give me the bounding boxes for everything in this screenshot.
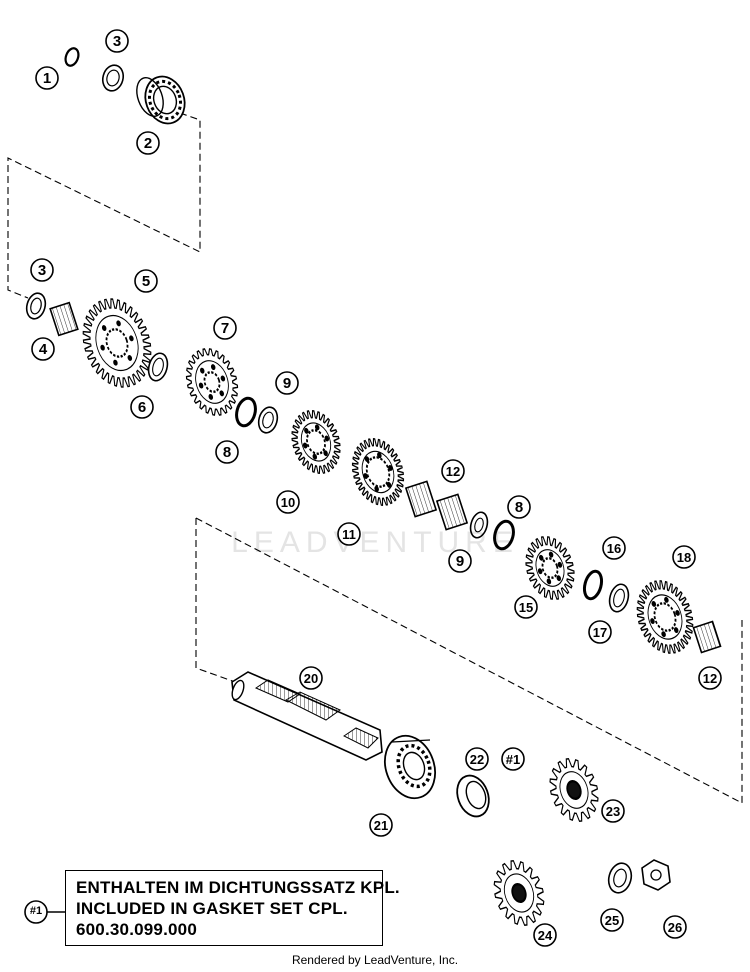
callout-number: 12 [446,464,460,479]
callout-15: 15 [514,595,538,619]
ball-bearing-part [136,75,186,125]
callout-group: 1233456789101112891516171812202122#12324… [30,29,722,947]
callout-12: 12 [698,666,722,690]
callout-number: 5 [142,273,150,290]
ball-bearing-part [384,734,436,800]
callout-number: 25 [605,913,619,928]
washer-part [607,862,633,894]
callout-22: 22 [465,747,489,771]
main-shaft-part [231,671,383,761]
callout-number: 22 [470,752,484,767]
callout-8: 8 [215,440,239,464]
callout-24: 24 [533,923,557,947]
callout-number: 12 [703,671,717,686]
callout-18: 18 [672,545,696,569]
callout-number: 26 [668,920,682,935]
gear-part [549,757,599,823]
washer-part [25,292,47,320]
note-ref-label: #1 [29,905,43,917]
callout-23: 23 [601,799,625,823]
callout-2: 2 [136,131,160,155]
callout-number: 9 [283,375,291,392]
note-connector [24,900,66,924]
callout-ref-1: #1 [501,747,525,771]
note-line-en: INCLUDED IN GASKET SET CPL. [76,899,348,918]
gear-part [185,348,239,416]
callout-11: 11 [337,522,361,546]
needle-bearing-parts [404,480,722,654]
callout-3: 3 [105,29,129,53]
callout-1: 1 [35,66,59,90]
callout-number: 15 [519,600,533,615]
callout-number: 24 [538,928,553,943]
callout-4: 4 [31,337,55,361]
needle-bearing-part [49,301,79,337]
callout-9: 9 [448,549,472,573]
callout-number: 4 [39,341,48,358]
gear-part [82,298,152,388]
gear-part [636,580,694,654]
callout-21: 21 [369,813,393,837]
washer-part [101,64,125,92]
callout-7: 7 [213,316,237,340]
callout-8: 8 [507,495,531,519]
callout-25: 25 [600,908,624,932]
assembly-guides [7,112,743,804]
callout-number: #1 [506,752,520,767]
callout-number: 18 [677,550,691,565]
callout-number: 11 [342,527,356,542]
gear-part [493,859,545,927]
callout-number: 8 [223,444,231,461]
callout-number: 3 [38,262,46,279]
callout-number: 9 [456,553,464,570]
callout-5: 5 [134,269,158,293]
callout-number: 7 [221,320,229,337]
note-line-partno: 600.30.099.000 [76,920,197,939]
callout-17: 17 [588,620,612,644]
callout-3: 3 [30,258,54,282]
callout-number: 20 [304,671,318,686]
callout-number: 10 [281,495,295,510]
callout-10: 10 [276,490,300,514]
circlip-part [64,47,80,67]
callout-16: 16 [602,536,626,560]
callout-6: 6 [130,395,154,419]
callout-number: 8 [515,499,523,516]
note-line-de: ENTHALTEN IM DICHTUNGSSATZ KPL. [76,878,400,897]
callout-number: 16 [607,541,621,556]
callout-12: 12 [441,459,465,483]
gear-part [291,410,341,474]
callout-number: 21 [374,818,388,833]
callout-20: 20 [299,666,323,690]
thrust-washer-parts [147,352,630,613]
callout-26: 26 [663,915,687,939]
callout-9: 9 [275,371,299,395]
callout-number: 23 [606,804,620,819]
callout-number: 3 [113,33,121,50]
gear-part [351,437,405,507]
gear-group [82,298,694,927]
note-box: ENTHALTEN IM DICHTUNGSSATZ KPL. INCLUDED… [65,870,400,946]
nut-part [641,859,671,891]
callout-number: 6 [138,399,146,416]
footer-credit: Rendered by LeadVenture, Inc. [291,953,459,967]
gear-part [525,536,575,600]
callout-number: 2 [144,135,152,152]
callout-number: 17 [593,625,607,640]
callout-number: 1 [43,70,51,87]
seal-ring-part [456,774,490,818]
